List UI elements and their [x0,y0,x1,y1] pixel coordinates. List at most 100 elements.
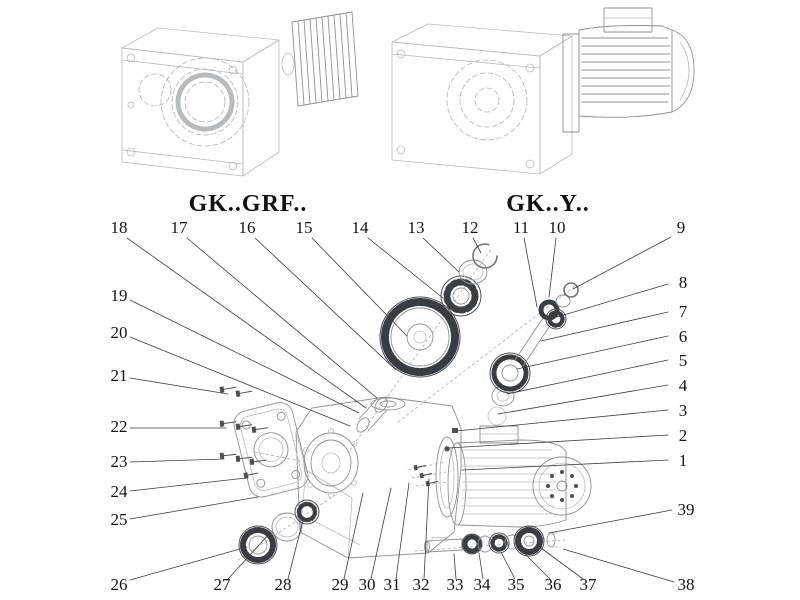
callout-line-11 [523,237,538,308]
ball-bearing-input [440,275,482,317]
part-number-5: 5 [679,351,688,370]
retaining-ring [487,406,507,426]
part-number-38: 38 [678,575,695,594]
ball-bearing-pinion [545,308,567,330]
part-number-14: 14 [352,218,370,237]
part-number-30: 30 [359,575,376,594]
part-number-15: 15 [296,218,313,237]
callout-line-14 [367,237,444,299]
cover-ring [271,512,303,542]
terminal-box [479,425,519,444]
spacer-washer [555,294,571,308]
part-number-33: 33 [447,575,464,594]
output-bearing [488,532,510,554]
callout-layer: 1234567891011121314151617181920212223242… [111,218,695,594]
part-number-36: 36 [545,575,562,594]
callout-line-16 [254,237,397,371]
callout-line-39 [548,509,673,534]
part-number-23: 23 [111,452,128,471]
part-number-8: 8 [679,273,688,292]
callout-line-9 [572,236,672,290]
part-number-13: 13 [408,218,425,237]
cover-bearing [294,499,320,525]
vent-plug [452,428,458,433]
callout-line-26 [129,546,248,581]
callout-line-20 [129,336,351,427]
assembled-view-y [391,7,695,175]
part-number-34: 34 [474,575,492,594]
callout-line-37 [540,547,584,580]
mounting-flange-plate [233,402,309,498]
part-number-17: 17 [171,218,189,237]
part-number-2: 2 [679,426,688,445]
variant-label-y: GK..Y.. [506,191,589,217]
part-number-24: 24 [111,482,129,501]
flange-screws [219,386,269,479]
callout-line-4 [497,384,669,415]
end-spacer [546,532,556,548]
callout-line-8 [556,283,669,318]
callout-line-28 [287,519,304,580]
callout-line-33 [453,553,457,580]
keyway [431,537,449,541]
part-number-18: 18 [111,218,128,237]
callout-line-2 [447,434,669,449]
part-number-21: 21 [111,366,128,385]
callout-line-29 [343,492,364,580]
callout-line-36 [520,549,551,580]
snap-ring [472,243,498,269]
callout-line-25 [129,496,259,520]
gear-housing [295,396,462,559]
part-number-10: 10 [549,218,566,237]
motor-mount-bolts [413,464,439,487]
output-cover-rings [238,499,320,565]
callout-line-23 [129,458,225,463]
callout-line-6 [516,335,669,370]
helical-gear-large [379,296,461,378]
callout-line-34 [478,552,484,580]
output-shaft-assembly [424,525,559,557]
output-shaft [426,538,463,553]
callout-line-3 [455,409,669,432]
callout-line-18 [126,237,367,409]
callout-line-32 [423,478,430,580]
callout-line-21 [129,377,229,395]
callout-line-24 [129,477,247,492]
part-number-19: 19 [111,286,128,305]
part-number-27: 27 [214,575,232,594]
callout-line-5 [506,359,669,395]
callout-line-30 [370,487,392,580]
part-number-12: 12 [462,218,479,237]
part-number-39: 39 [678,500,695,519]
part-number-31: 31 [384,575,401,594]
exploded-view [219,243,592,565]
bevel-gear [489,352,531,394]
callout-line-19 [129,299,360,414]
callout-line-12 [472,237,482,254]
callout-line-15 [311,237,408,337]
callout-line-38 [562,548,675,583]
assembled-view-grf [121,11,359,177]
flange-bolt [444,446,450,452]
output-gear-large [513,525,545,557]
part-number-11: 11 [513,218,529,237]
part-number-6: 6 [679,327,688,346]
callout-line-35 [500,551,516,580]
callout-line-31 [395,482,410,580]
part-number-29: 29 [332,575,349,594]
variant-label-grf: GK..GRF.. [189,191,308,217]
ring-gear [238,525,278,565]
electric-motor [562,7,695,133]
callout-line-1 [461,459,669,471]
part-number-3: 3 [679,401,688,420]
pinion-shaft [514,317,552,367]
part-number-25: 25 [111,510,128,529]
input-gear-stack [356,243,498,433]
part-number-7: 7 [679,302,688,321]
part-number-32: 32 [413,575,430,594]
part-number-22: 22 [111,417,128,436]
output-gear-small [461,533,483,555]
callout-line-13 [422,237,460,273]
